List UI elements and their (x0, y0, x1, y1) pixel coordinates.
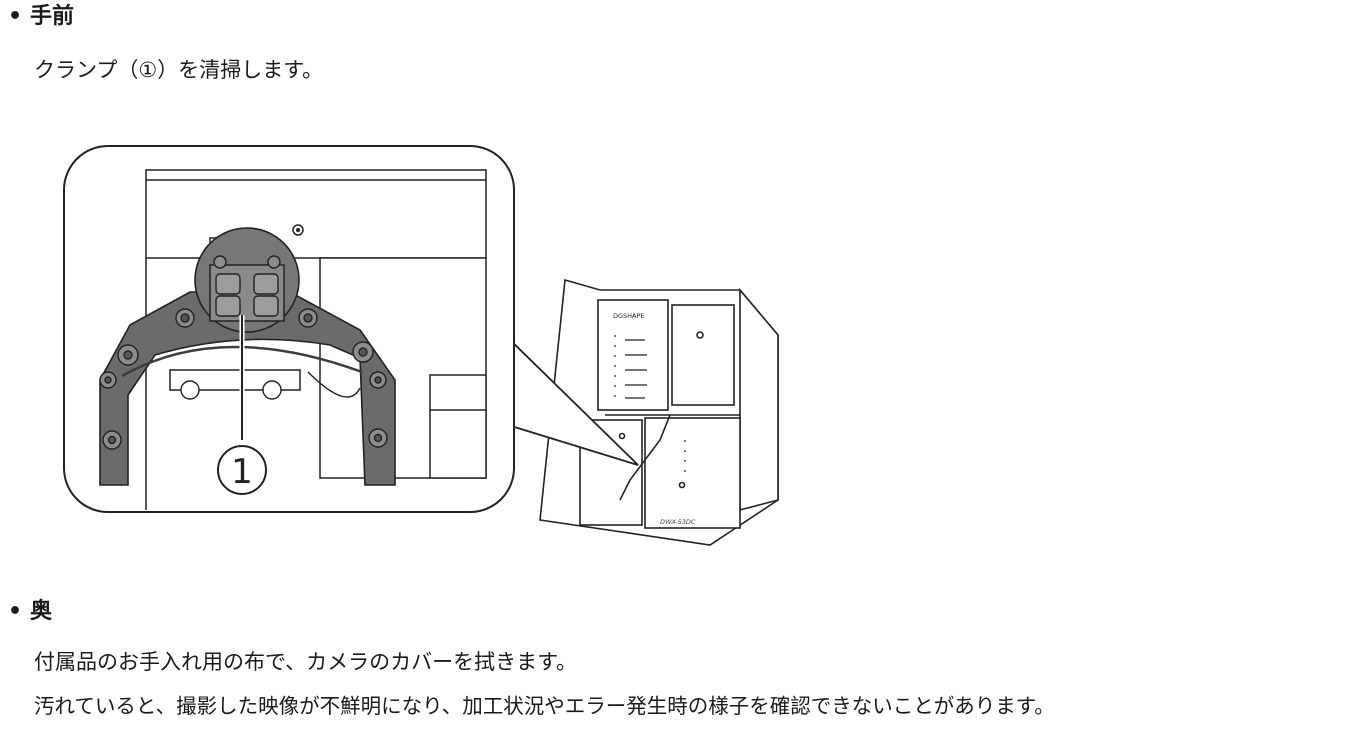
callout-number-label: 1 (231, 452, 253, 492)
section-front-title: 手前 (30, 4, 75, 29)
bullet: • (8, 4, 23, 29)
section-back-heading: •奥 (8, 597, 52, 627)
machine-illustration (539, 278, 779, 546)
section-back-line-1: 付属品のお手入れ用の布で、カメラのカバーを拭きます。 (34, 650, 578, 674)
callout-number-1 (217, 445, 267, 495)
bullet: • (8, 599, 23, 624)
brand-label: DGSHAPE (613, 312, 645, 320)
clamp-cleaning-illustration: DGSHAPE DWX-53DC (63, 145, 779, 546)
section-front-text: クランプ（①）を清掃します。 (34, 58, 324, 82)
section-back-line-2: 汚れていると、撮影した映像が不鮮明になり、加工状況やエラー発生時の様子を確認でき… (34, 694, 1055, 718)
callout-pointer (504, 334, 639, 466)
section-front-heading: • 手前 (8, 2, 74, 32)
model-label: DWX-53DC (660, 518, 696, 526)
clamp-assembly (99, 169, 487, 510)
section-back-title: 奥 (30, 599, 53, 624)
